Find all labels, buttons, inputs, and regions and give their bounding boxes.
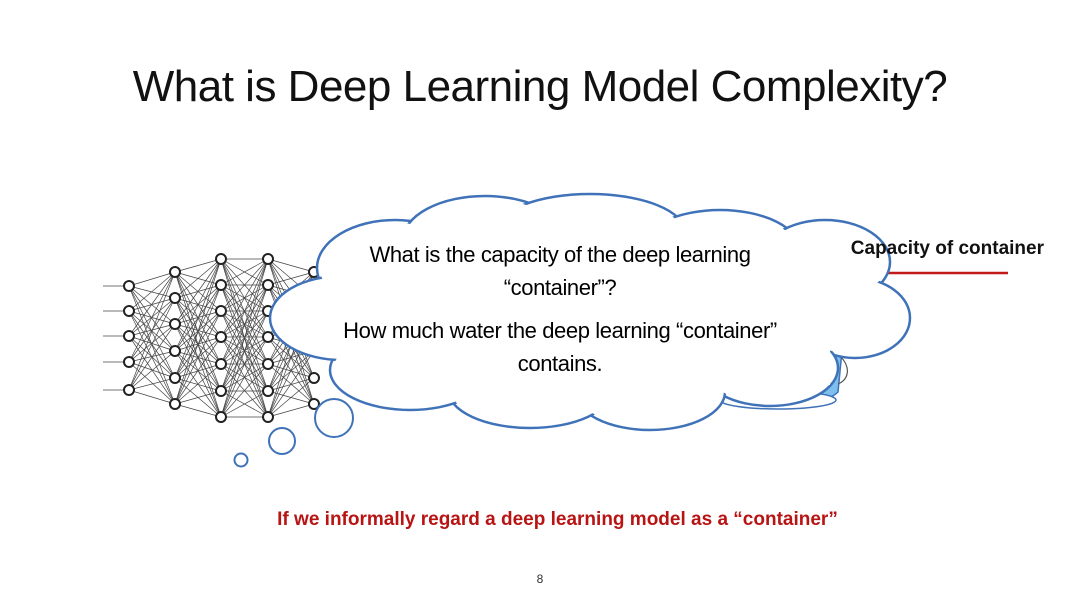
network-node: [262, 331, 274, 343]
cloud-question-water: How much water the deep learning “contai…: [343, 318, 777, 376]
network-node: [169, 372, 181, 384]
neural-network-icon: [123, 253, 320, 423]
network-node: [215, 385, 227, 397]
network-node: [308, 372, 320, 384]
thought-bubble-medium: [268, 427, 296, 455]
network-node: [123, 356, 135, 368]
network-node: [215, 305, 227, 317]
container-capacity-label: Capacity of container: [851, 238, 1044, 260]
network-node: [169, 292, 181, 304]
network-node: [262, 411, 274, 423]
neural-network-edges: [103, 258, 315, 418]
thought-bubble-small: [233, 452, 249, 468]
slide-caption: If we informally regard a deep learning …: [277, 509, 838, 530]
network-node: [169, 345, 181, 357]
network-node: [123, 330, 135, 342]
network-node: [215, 358, 227, 370]
thought-cloud-icon: [268, 192, 912, 432]
network-node: [123, 384, 135, 396]
network-node: [169, 318, 181, 330]
network-node: [215, 331, 227, 343]
network-node: [308, 398, 320, 410]
network-node: [169, 266, 181, 278]
network-node: [123, 280, 135, 292]
network-node: [169, 398, 181, 410]
network-node: [262, 253, 274, 265]
network-node: [215, 279, 227, 291]
container-capacity-label-text: Capacity of container: [850, 238, 1044, 259]
network-node: [215, 411, 227, 423]
page-number: 8: [536, 572, 544, 586]
thought-bubble-large: [314, 398, 354, 438]
network-node: [262, 358, 274, 370]
network-node: [123, 305, 135, 317]
slide-title: What is Deep Learning Model Complexity?: [132, 62, 948, 111]
cloud-question-capacity: What is the capacity of the deep learnin…: [369, 242, 751, 300]
network-node: [262, 385, 274, 397]
network-node: [262, 279, 274, 291]
network-node: [215, 253, 227, 265]
